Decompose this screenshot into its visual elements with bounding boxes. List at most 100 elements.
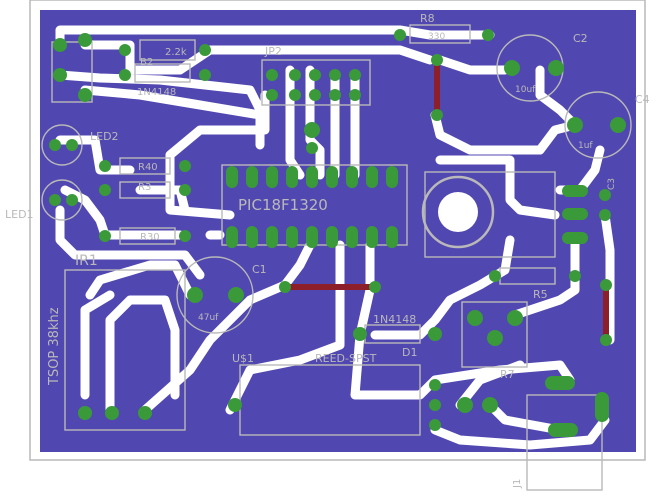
pad [105, 406, 119, 420]
pad [304, 122, 320, 138]
r30-body [119, 227, 176, 245]
pad [53, 38, 67, 52]
pad [562, 208, 588, 220]
board-outline [29, 0, 646, 461]
c3-label: C3 [607, 178, 617, 190]
pad [119, 44, 131, 56]
pad [78, 33, 92, 47]
r3-body [119, 181, 171, 199]
pad [567, 117, 583, 133]
r8-value: 330 [428, 32, 445, 42]
pad [386, 226, 398, 248]
pad [346, 226, 358, 248]
pad [286, 226, 298, 248]
pad [489, 270, 501, 282]
pad [346, 166, 358, 188]
pad [78, 88, 92, 102]
ir1-label: IR1 [75, 253, 98, 269]
us1-label: U$1 [232, 352, 254, 365]
pad [562, 232, 588, 244]
c2-label: C2 [573, 32, 588, 45]
pad [187, 287, 203, 303]
pad [545, 376, 575, 390]
pad [179, 230, 191, 242]
pad [548, 423, 578, 437]
pad [309, 89, 321, 101]
pad [226, 226, 238, 248]
jp2-outline [261, 59, 371, 106]
pad [49, 194, 61, 206]
pad [599, 209, 611, 221]
pad [306, 142, 318, 154]
pad [329, 89, 341, 101]
reed-outline [239, 364, 421, 436]
c1-label: C1 [252, 263, 267, 276]
pad [246, 166, 258, 188]
pads [49, 29, 626, 437]
pad [369, 281, 381, 293]
pad [428, 327, 442, 341]
tsop-label: TSOP 38khz [47, 307, 62, 386]
pad [467, 310, 483, 326]
pad [199, 44, 211, 56]
jp2-label: JP2 [264, 45, 282, 58]
pad [53, 68, 67, 82]
r2k-body [139, 39, 196, 61]
pad [562, 185, 588, 197]
j1-label: J1 [512, 479, 523, 489]
led1-label: LED1 [5, 208, 34, 221]
r7-body [461, 301, 528, 368]
pad [228, 398, 242, 412]
pad [366, 226, 378, 248]
jumper-wires [285, 60, 609, 340]
pad [226, 166, 238, 188]
pad [548, 60, 564, 76]
buzzer-disc [438, 192, 478, 232]
buzzer-ring [421, 175, 495, 249]
r3-label: R3 [138, 182, 151, 193]
pad [386, 166, 398, 188]
diode-top-label: 1N4148 [137, 87, 176, 98]
pad [487, 330, 503, 346]
r8-label: R8 [420, 12, 435, 25]
pad [266, 226, 278, 248]
reed-label: REED-SPST [315, 352, 377, 365]
pad [66, 139, 78, 151]
pad [366, 166, 378, 188]
pad [482, 397, 498, 413]
r40-body [119, 157, 171, 175]
pad [429, 379, 441, 391]
c4-value: 1uf [578, 141, 593, 151]
led2-ring [41, 124, 83, 166]
q-outline [51, 41, 93, 103]
pad [507, 310, 523, 326]
pad [66, 194, 78, 206]
pad [279, 281, 291, 293]
pad [569, 270, 581, 282]
pad [99, 184, 111, 196]
j1-outline [526, 394, 603, 491]
pad [600, 334, 612, 346]
pad [199, 69, 211, 81]
pad [457, 397, 473, 413]
pad [306, 226, 318, 248]
mcu-label: PIC18F1320 [238, 196, 328, 214]
d1-value: 1N4148 [373, 313, 416, 326]
d1-label: D1 [402, 346, 417, 359]
c1-outline [176, 256, 254, 334]
pad [482, 29, 494, 41]
pad [119, 69, 131, 81]
labels: R8 330 2.2k B2 1N4148 JP2 C2 10uf C4 1uf… [5, 12, 650, 489]
r2k-label: 2.2k [165, 47, 187, 58]
pad [329, 69, 341, 81]
pad [228, 287, 244, 303]
pad [353, 327, 367, 341]
pad [349, 89, 361, 101]
diode-top-body [134, 63, 191, 83]
pad [99, 230, 111, 242]
pad [326, 166, 338, 188]
pad [78, 406, 92, 420]
pad [599, 189, 611, 201]
pad [306, 166, 318, 188]
pad [610, 117, 626, 133]
